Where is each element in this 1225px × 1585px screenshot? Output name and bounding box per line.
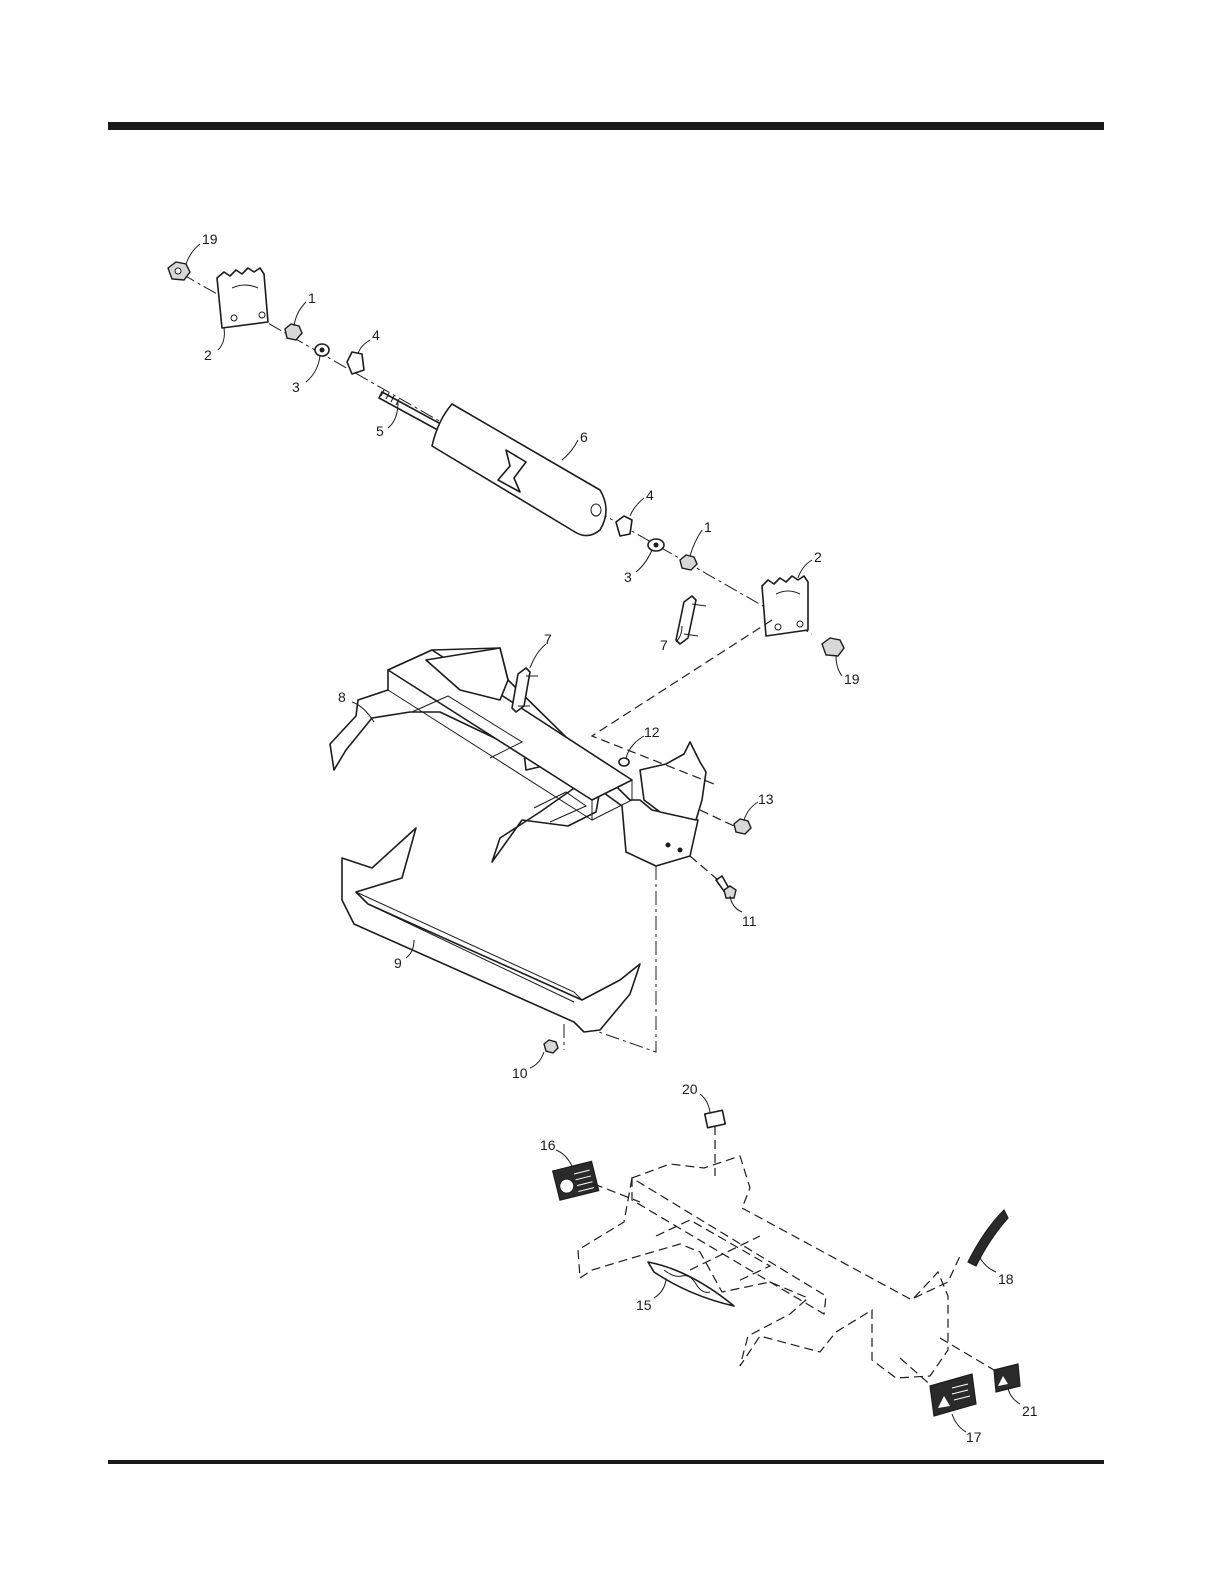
decal-16-body	[553, 1161, 599, 1200]
frame-top-tube	[388, 650, 632, 800]
leader-20	[700, 1094, 710, 1112]
decal-21-path	[940, 1338, 994, 1370]
sideplate-hole	[678, 848, 683, 853]
leader-2b	[798, 560, 812, 578]
callout-21: 21	[1022, 1403, 1038, 1419]
leader-17	[952, 1414, 966, 1432]
footer-rule	[108, 1460, 1104, 1464]
leader-19b	[836, 656, 842, 676]
leader-1a	[294, 302, 306, 326]
leader-4b	[630, 498, 644, 516]
roller-bore	[591, 504, 601, 516]
leader-10	[530, 1052, 544, 1068]
callout-4-right: 4	[646, 487, 654, 503]
callout-6: 6	[580, 429, 588, 445]
washer-hole	[320, 348, 325, 353]
decal-18-path	[914, 1256, 960, 1298]
part-8-frame	[330, 648, 698, 866]
decal-view-top-tube	[632, 1178, 826, 1314]
part-1-left-nut	[285, 324, 302, 340]
callout-3-left: 3	[292, 379, 300, 395]
leader-3b	[636, 550, 652, 572]
part-19-right-nut	[822, 638, 844, 656]
sideplate-hole	[666, 843, 671, 848]
bracket-hole	[259, 312, 265, 318]
part-15-logo-decal	[648, 1262, 734, 1306]
callout-19-left: 19	[202, 231, 218, 247]
part-18-arc-decal	[968, 1210, 1008, 1266]
part-9-skid	[342, 828, 640, 1032]
callout-10: 10	[512, 1065, 528, 1081]
bracket-hole	[775, 624, 781, 630]
leader-16	[556, 1150, 572, 1166]
leader-2a	[218, 328, 224, 350]
part-2-left-bracket	[217, 268, 268, 328]
callout-1-left: 1	[308, 290, 316, 306]
leader-1b	[690, 530, 702, 556]
nut-hole	[175, 268, 181, 274]
leader-6	[562, 440, 578, 460]
decal-view-frame-outline	[578, 1156, 948, 1378]
leader-3a	[306, 356, 320, 382]
washer-hole	[654, 543, 659, 548]
part-10-nut	[544, 1040, 558, 1053]
leader-15	[654, 1280, 666, 1298]
leader-4a	[358, 340, 370, 354]
decal-17-path	[900, 1358, 934, 1388]
leader-18	[980, 1258, 996, 1272]
callout-15: 15	[636, 1297, 652, 1313]
decal-16-path	[594, 1184, 640, 1202]
leader-12	[626, 736, 644, 758]
callout-2-right: 2	[814, 549, 822, 565]
callout-11: 11	[742, 913, 757, 929]
callout-12: 12	[644, 724, 660, 740]
callout-3-right: 3	[624, 569, 632, 585]
leader-13	[744, 802, 758, 820]
part-17-decal	[930, 1374, 976, 1416]
part-21-decal	[994, 1364, 1020, 1392]
callout-13: 13	[758, 791, 774, 807]
callout-7-left: 7	[544, 631, 552, 647]
callout-16: 16	[540, 1137, 556, 1153]
callout-5: 5	[376, 423, 384, 439]
part-4-left-bushing	[347, 352, 364, 374]
part-13-nut	[734, 819, 751, 834]
callout-18: 18	[998, 1271, 1014, 1287]
callout-20: 20	[682, 1081, 698, 1097]
leader-21	[1008, 1388, 1020, 1404]
callout-7-right: 7	[660, 637, 668, 653]
callout-4-left: 4	[372, 327, 380, 343]
part-12-washer	[619, 758, 629, 766]
bracket-hole	[231, 315, 237, 321]
part-16-decal	[553, 1161, 599, 1200]
callout-8: 8	[338, 689, 346, 705]
part-20-decal	[705, 1110, 726, 1127]
callout-9: 9	[394, 955, 402, 971]
decal-17-body	[930, 1374, 976, 1416]
leader-19a	[186, 244, 200, 264]
decal-21-body	[994, 1364, 1020, 1392]
part-4-right-bushing	[616, 516, 632, 536]
bracket-hole	[797, 621, 803, 627]
callout-17: 17	[966, 1429, 982, 1445]
part-7-right-clamp	[676, 596, 696, 644]
callout-2-left: 2	[204, 347, 212, 363]
callout-19-right: 19	[844, 671, 860, 687]
callout-1-right: 1	[704, 519, 712, 535]
part-1-right-nut	[680, 555, 697, 570]
leader-7a	[530, 644, 546, 668]
